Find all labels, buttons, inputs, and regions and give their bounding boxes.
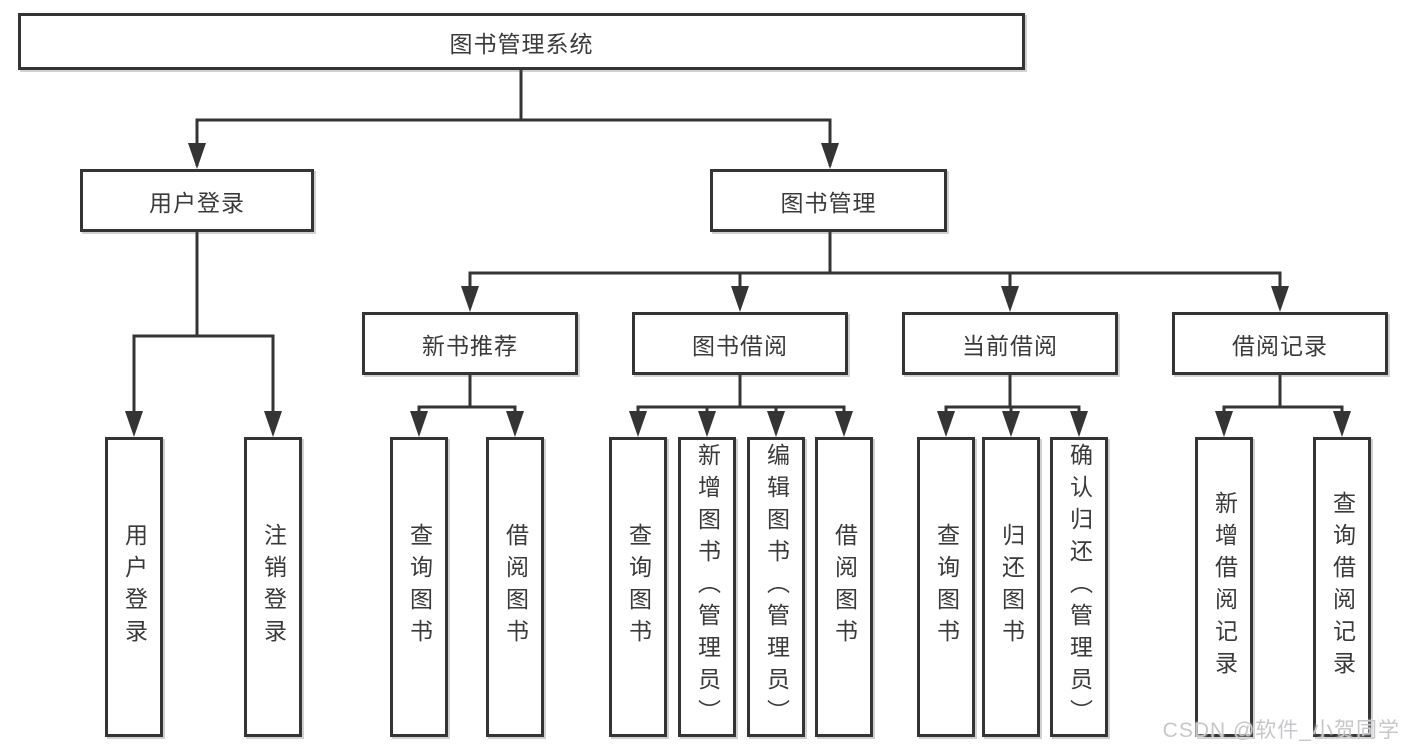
leaf-borrow-edit: 编辑图书（管理员） [747, 437, 805, 737]
leaf-borrow-add: 新增图书（管理员） [678, 437, 736, 737]
node-book-borrow: 图书借阅 [632, 312, 848, 375]
node-book-management-label: 图书管理 [780, 189, 877, 216]
leaf-newbook-query-label: 查询图书 [406, 523, 433, 651]
node-root-label: 图书管理系统 [449, 30, 594, 57]
leaf-borrow-edit-label: 编辑图书（管理员） [763, 443, 790, 731]
node-borrow-records: 借阅记录 [1172, 312, 1388, 375]
leaf-newbook-query: 查询图书 [390, 437, 448, 737]
leaf-newbook-borrow-label: 借阅图书 [502, 523, 529, 651]
node-new-book-recommend: 新书推荐 [362, 312, 578, 375]
node-new-book-recommend-label: 新书推荐 [422, 332, 518, 359]
node-book-borrow-label: 图书借阅 [692, 332, 788, 359]
leaf-current-query-label: 查询图书 [933, 523, 960, 651]
leaf-borrow-query: 查询图书 [609, 437, 667, 737]
leaf-records-add-label: 新增借阅记录 [1211, 491, 1238, 683]
leaf-user-login-label: 用户登录 [121, 523, 148, 651]
leaf-records-query-label: 查询借阅记录 [1329, 491, 1356, 683]
node-root: 图书管理系统 [18, 13, 1025, 70]
node-current-borrow-label: 当前借阅 [962, 332, 1058, 359]
leaf-records-query: 查询借阅记录 [1313, 437, 1371, 737]
node-user-login: 用户登录 [80, 169, 314, 232]
node-book-management: 图书管理 [710, 169, 947, 232]
leaf-current-confirm: 确认归还（管理员） [1050, 437, 1108, 737]
arrowheads [125, 143, 1351, 437]
leaf-borrow-query-label: 查询图书 [625, 523, 652, 651]
leaf-logout: 注销登录 [244, 437, 302, 737]
node-borrow-records-label: 借阅记录 [1232, 332, 1328, 359]
leaf-newbook-borrow: 借阅图书 [486, 437, 544, 737]
leaf-borrow-borrow-label: 借阅图书 [831, 523, 858, 651]
node-user-login-label: 用户登录 [149, 189, 245, 216]
leaf-user-login: 用户登录 [105, 437, 163, 737]
leaf-current-return-label: 归还图书 [998, 523, 1025, 651]
leaf-current-return: 归还图书 [982, 437, 1040, 737]
leaf-logout-label: 注销登录 [260, 523, 287, 651]
leaf-current-query: 查询图书 [917, 437, 975, 737]
leaf-records-add: 新增借阅记录 [1195, 437, 1253, 737]
leaf-borrow-add-label: 新增图书（管理员） [694, 443, 721, 731]
leaf-current-confirm-label: 确认归还（管理员） [1066, 443, 1093, 731]
leaf-borrow-borrow: 借阅图书 [815, 437, 873, 737]
node-current-borrow: 当前借阅 [902, 312, 1118, 375]
